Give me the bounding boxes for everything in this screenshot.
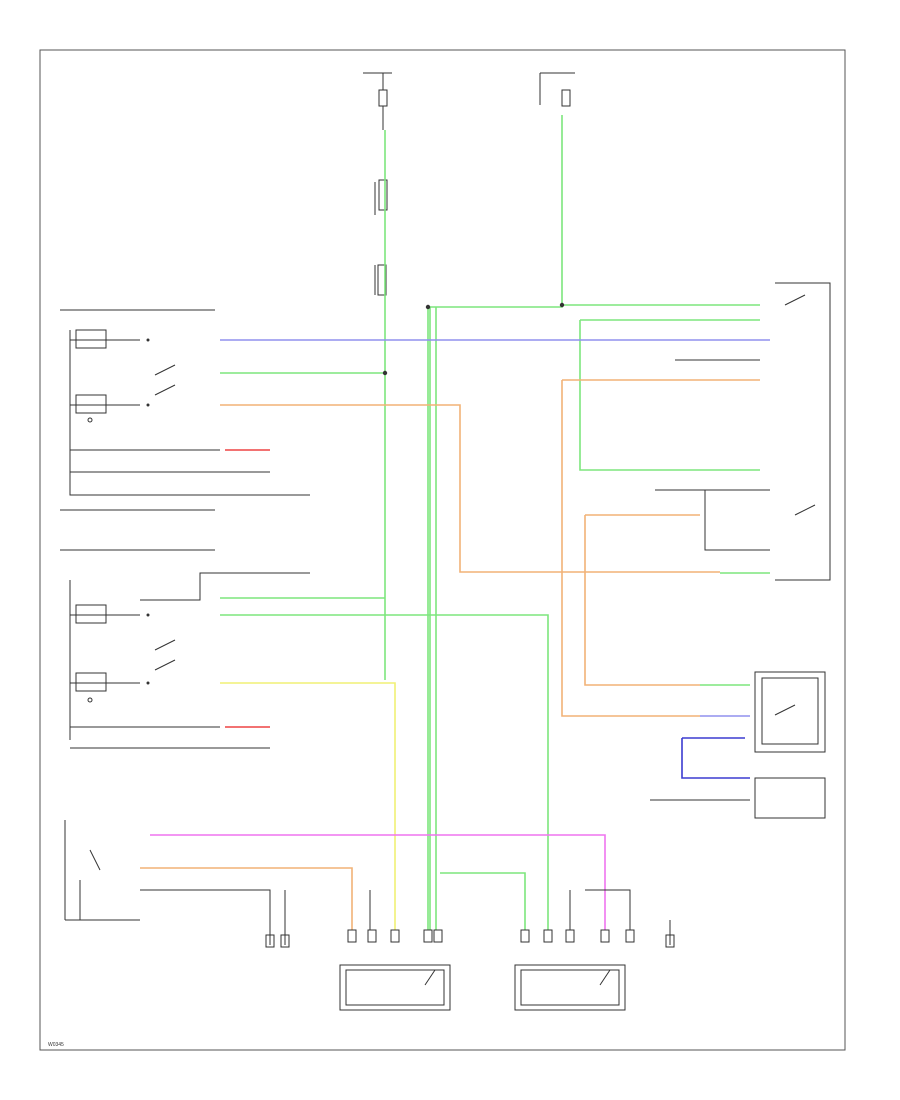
wires-magenta — [150, 834, 606, 930]
fuse-stack-right — [539, 72, 575, 107]
wires-orange — [140, 379, 760, 930]
diagram-frame — [39, 49, 846, 1051]
seat-heater-timer — [754, 777, 826, 819]
seat-heater-control-unit-driver — [775, 282, 831, 581]
wires-red — [225, 449, 270, 728]
fuse-stack-left — [363, 72, 392, 296]
bottom-connectors — [265, 929, 675, 948]
seat-heater-switch-driver — [75, 329, 176, 423]
seat-heater-element-right — [514, 964, 626, 1011]
wires-blue — [220, 339, 770, 779]
seat-heater-relay — [754, 671, 826, 753]
footer-code: W0345 — [48, 1042, 64, 1048]
seat-heater-element-left — [339, 964, 451, 1011]
passenger-weight-sensor — [64, 820, 140, 921]
splice-points — [382, 302, 565, 376]
wires-green — [220, 115, 770, 930]
wires-yellow — [220, 682, 396, 930]
wires-black — [60, 309, 770, 945]
seat-heater-switch-passenger — [75, 604, 176, 703]
